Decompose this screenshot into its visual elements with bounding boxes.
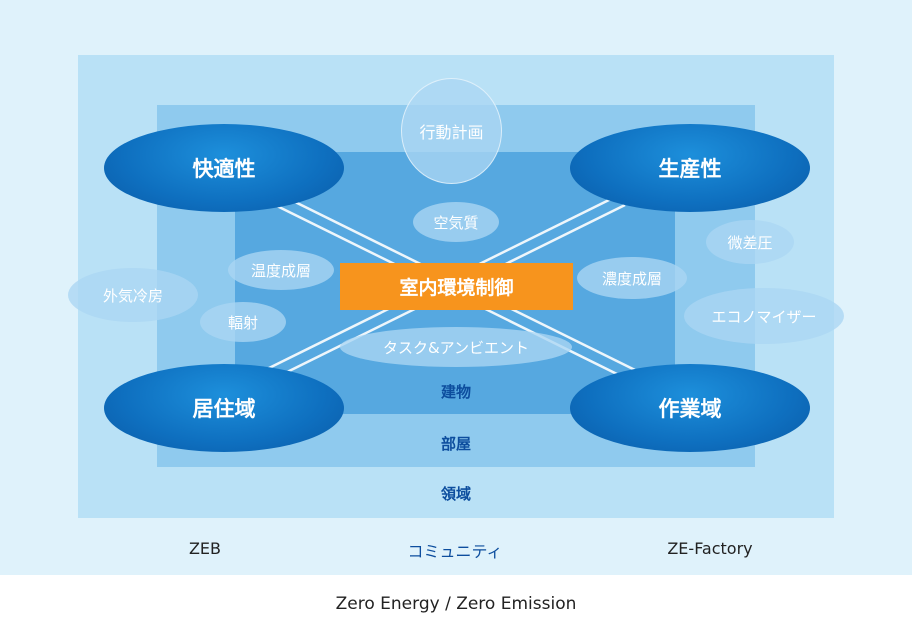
work-area-label: 作業域 — [658, 397, 722, 421]
outdoor-cooling-label: 外気冷房 — [102, 286, 163, 305]
radiation-label: 輻射 — [227, 313, 258, 332]
action-plan-node: 行動計画 — [401, 78, 502, 184]
task-ambient-label: タスク&アンビエント — [382, 338, 530, 357]
comfort-label: 快適性 — [192, 157, 256, 181]
radiation-factor: 輻射 — [200, 302, 286, 342]
air-quality-label: 空気質 — [433, 213, 479, 232]
living-area-label: 居住域 — [192, 397, 256, 421]
micro-diff-pressure-factor: 微差圧 — [706, 220, 794, 264]
action-plan-label: 行動計画 — [419, 123, 484, 142]
task-ambient-factor: タスク&アンビエント — [340, 327, 572, 367]
room-layer-label: 部屋 — [440, 435, 471, 453]
concentration-stratification-factor: 濃度成層 — [577, 257, 687, 299]
living-area-node: 居住域 — [104, 364, 344, 452]
productivity-node: 生産性 — [570, 124, 810, 212]
temp-stratification-label: 温度成層 — [250, 261, 311, 280]
zeb-label: ZEB — [188, 539, 222, 558]
concentration-stratification-label: 濃度成層 — [601, 269, 662, 288]
domain-layer-label: 領域 — [440, 485, 471, 503]
work-area-node: 作業域 — [570, 364, 810, 452]
productivity-label: 生産性 — [658, 157, 722, 181]
air-quality-factor: 空気質 — [413, 202, 499, 242]
footer-caption: Zero Energy / Zero Emission — [335, 594, 577, 614]
ze-factory-label: ZE-Factory — [667, 539, 753, 558]
comfort-node: 快適性 — [104, 124, 344, 212]
economizer-label: エコノマイザー — [711, 307, 817, 326]
indoor-env-control-box: 室内環境制御 — [340, 263, 573, 310]
building-layer-label: 建物 — [440, 383, 471, 401]
temp-stratification-factor: 温度成層 — [228, 250, 334, 290]
micro-diff-pressure-label: 微差圧 — [727, 233, 773, 252]
outdoor-cooling-factor: 外気冷房 — [68, 268, 198, 322]
indoor-env-control-label: 室内環境制御 — [399, 277, 514, 299]
economizer-factor: エコノマイザー — [684, 288, 844, 344]
community-label: コミュニティ — [407, 542, 503, 561]
